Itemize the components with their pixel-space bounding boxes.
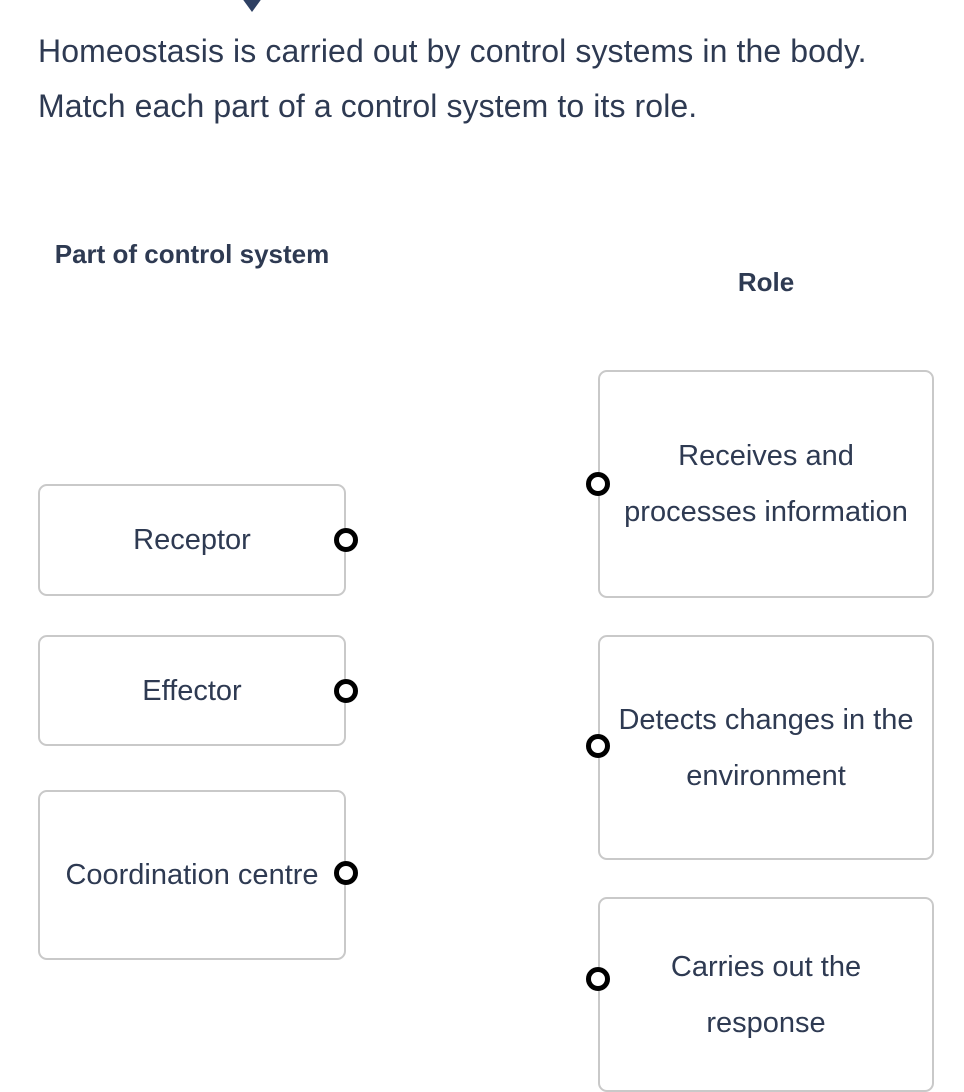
column-header-left: Part of control system xyxy=(54,239,330,269)
right-option-card[interactable]: Detects changes in the environment xyxy=(598,635,934,860)
connector-dot-right[interactable] xyxy=(586,734,610,758)
right-option-card[interactable]: Receives and processes information xyxy=(598,370,934,598)
prompt-line-1: Homeostasis is carried out by control sy… xyxy=(38,33,867,69)
connector-dot-left[interactable] xyxy=(334,528,358,552)
connector-dot-right[interactable] xyxy=(586,472,610,496)
left-option-card[interactable]: Coordination centre xyxy=(38,790,346,960)
connector-dot-left[interactable] xyxy=(334,679,358,703)
connector-dot-left[interactable] xyxy=(334,861,358,885)
prompt-line-2: Match each part of a control system to i… xyxy=(38,88,698,124)
chevron-down-icon xyxy=(236,0,268,12)
left-option-card[interactable]: Effector xyxy=(38,635,346,746)
connector-dot-right[interactable] xyxy=(586,967,610,991)
column-header-right: Role xyxy=(737,267,795,297)
question-prompt: Homeostasis is carried out by control sy… xyxy=(38,24,918,134)
right-option-card[interactable]: Carries out the response xyxy=(598,897,934,1092)
left-option-card[interactable]: Receptor xyxy=(38,484,346,596)
